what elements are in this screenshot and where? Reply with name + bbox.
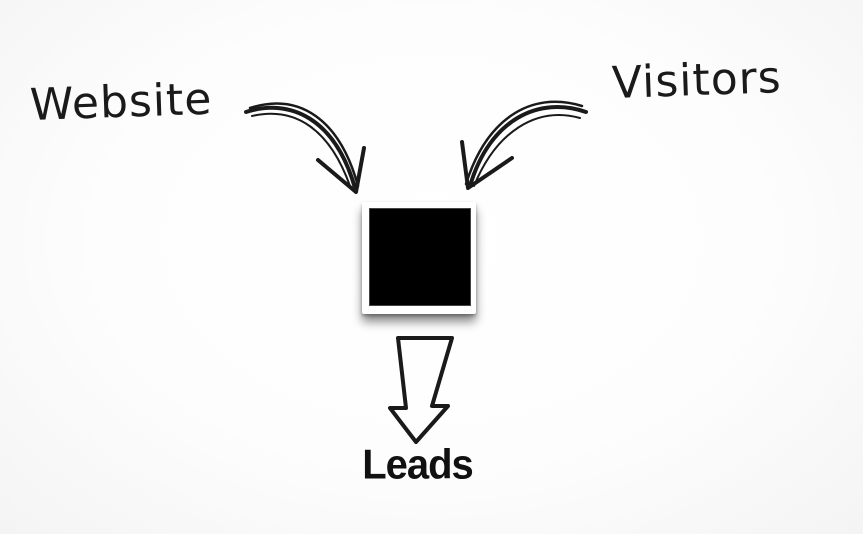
black-box — [369, 208, 471, 306]
website-label: Website — [29, 73, 214, 131]
leads-label: Leads — [362, 441, 474, 489]
left-curved-arrow — [244, 102, 366, 194]
right-curved-arrow — [460, 100, 588, 190]
visitors-label: Visitors — [611, 52, 783, 109]
down-outline-arrow — [388, 336, 454, 444]
